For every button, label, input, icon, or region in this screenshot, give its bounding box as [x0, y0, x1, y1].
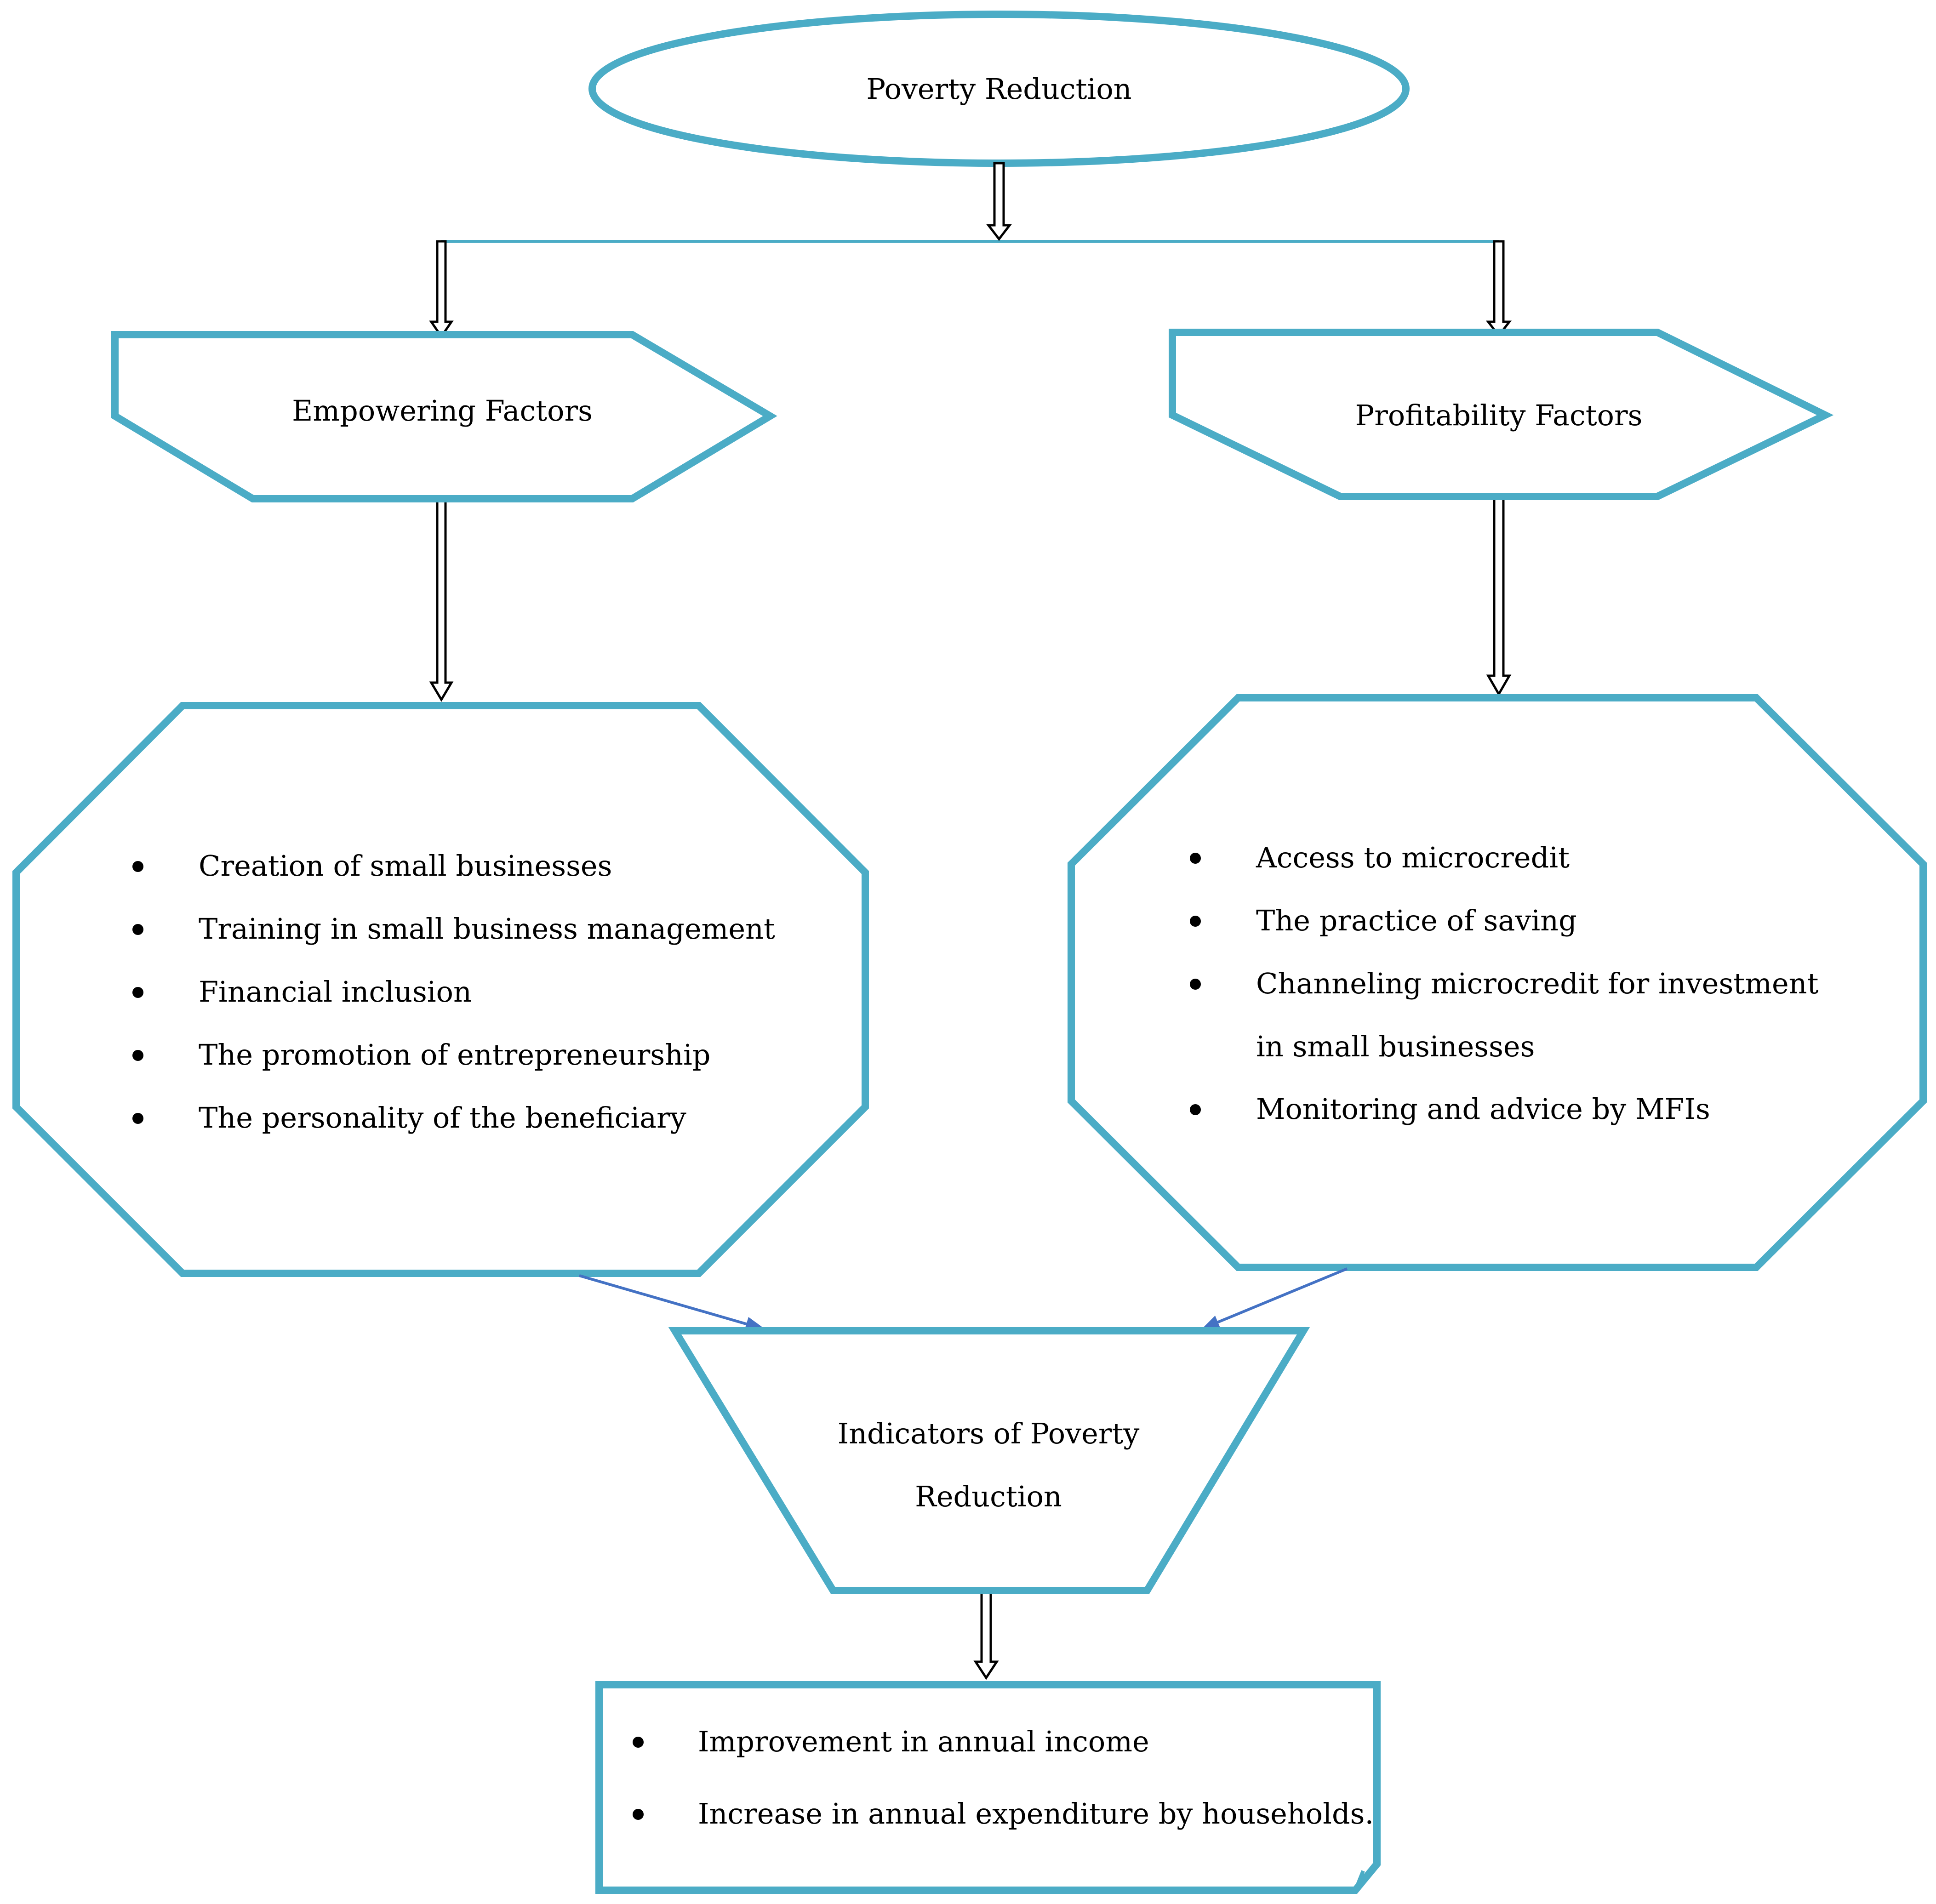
- list-bullet: [132, 861, 143, 872]
- empowering-factors-octagon: [12, 702, 869, 1277]
- poverty-reduction-label: Poverty Reduction: [866, 72, 1131, 106]
- list-item: Monitoring and advice by MFIs: [1256, 1092, 1710, 1126]
- list-item: Creation of small businesses: [199, 849, 612, 883]
- list-item: The promotion of entrepreneurship: [199, 1038, 711, 1072]
- list-item: Increase in annual expenditure by househ…: [698, 1797, 1374, 1830]
- list-bullet: [132, 924, 143, 935]
- down-arrow-empowering: [429, 240, 454, 339]
- list-bullet: [633, 1809, 644, 1820]
- list-item: Access to microcredit: [1256, 841, 1570, 874]
- list-item: Financial inclusion: [199, 975, 472, 1009]
- list-item: Improvement in annual income: [698, 1725, 1149, 1758]
- profitability-factors-octagon: [1068, 694, 1927, 1271]
- list-item: Channeling microcredit for investment: [1256, 967, 1819, 1000]
- indicators-trapezoid: [668, 1327, 1310, 1594]
- list-bullet: [1190, 1104, 1201, 1115]
- list-bullet: [1190, 979, 1201, 990]
- list-item-continuation: in small businesses: [1256, 1030, 1535, 1063]
- connector-arrow-right: [1213, 1267, 1348, 1325]
- down-arrow-top: [986, 162, 1012, 241]
- profitability-factors-list: Access to microcredit The practice of sa…: [1190, 841, 1819, 1126]
- list-bullet: [132, 987, 143, 998]
- empowering-factors-label: Empowering Factors: [292, 394, 593, 428]
- list-item: The personality of the beneficiary: [199, 1101, 686, 1134]
- down-arrow-indicators: [973, 1589, 999, 1680]
- indicators-results-box: [595, 1681, 1381, 1894]
- indicators-results-list: Improvement in annual income Increase in…: [633, 1725, 1374, 1830]
- down-arrow-profitability: [1485, 240, 1512, 338]
- empowering-factors-hexagon: [111, 331, 777, 502]
- folded-corner-line: [1353, 1870, 1365, 1891]
- connector-arrow-left: [579, 1274, 754, 1328]
- list-bullet: [633, 1737, 644, 1748]
- list-bullet: [1190, 916, 1201, 927]
- down-arrow-profitability-list: [1486, 497, 1512, 697]
- indicators-label-line1: Indicators of Poverty: [838, 1417, 1140, 1450]
- profitability-factors-label: Profitability Factors: [1355, 399, 1643, 432]
- profitability-factors-hexagon: [1169, 329, 1834, 500]
- down-arrow-empowering-list: [429, 500, 454, 702]
- empowering-factors-list: Creation of small businesses Training in…: [132, 849, 775, 1134]
- list-bullet: [132, 1050, 143, 1061]
- connector-arrow-right-head: [1202, 1316, 1221, 1330]
- indicators-label-line2: Reduction: [915, 1480, 1062, 1513]
- list-item: The practice of saving: [1256, 904, 1577, 937]
- list-bullet: [132, 1113, 143, 1124]
- list-item: Training in small business management: [199, 912, 775, 946]
- list-bullet: [1190, 853, 1201, 864]
